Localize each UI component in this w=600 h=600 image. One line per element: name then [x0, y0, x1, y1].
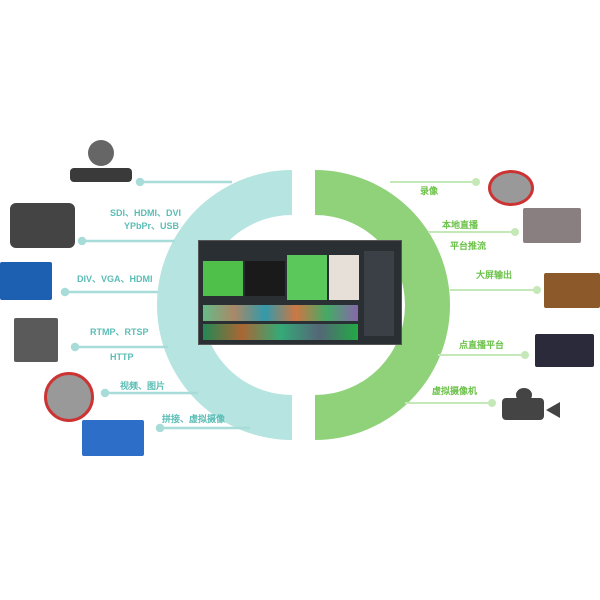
video-camera-icon [502, 388, 564, 420]
live-photo-icon [523, 208, 581, 243]
switcher-software-screenshot [198, 240, 402, 345]
output-label-2: 本地直播 [442, 220, 479, 230]
output-half-ring [315, 170, 450, 440]
output-label-4: 点直播平台 [459, 340, 505, 350]
output-label-3: 大屏输出 [476, 270, 513, 280]
film-reel-icon [44, 372, 94, 422]
input-label-1: SDI、HDMI、DVI [110, 208, 182, 218]
input-label-2: DIV、VGA、HDMI [77, 274, 153, 284]
ip-camera-icon [14, 318, 58, 362]
camcorder-icon [10, 203, 75, 248]
film-reel-icon [488, 170, 534, 206]
input-label-3: RTMP、RTSP [90, 327, 149, 337]
input-label-1b: YPbPr、USB [124, 221, 180, 231]
ptz-camera-icon [70, 140, 132, 185]
output-label-5: 虚拟摄像机 [432, 386, 478, 396]
computer-screen-icon [0, 262, 52, 300]
input-label-3b: HTTP [110, 352, 134, 362]
input-half-ring [157, 170, 292, 440]
video-wall-icon [535, 334, 594, 367]
conference-hall-icon [544, 273, 600, 308]
virtual-presenters-icon [82, 420, 144, 456]
output-label-1: 录像 [420, 186, 439, 196]
output-label-2b: 平台推流 [450, 241, 487, 251]
input-label-5: 拼接、虚拟摄像 [162, 414, 226, 424]
input-label-4: 视频、图片 [120, 381, 166, 391]
